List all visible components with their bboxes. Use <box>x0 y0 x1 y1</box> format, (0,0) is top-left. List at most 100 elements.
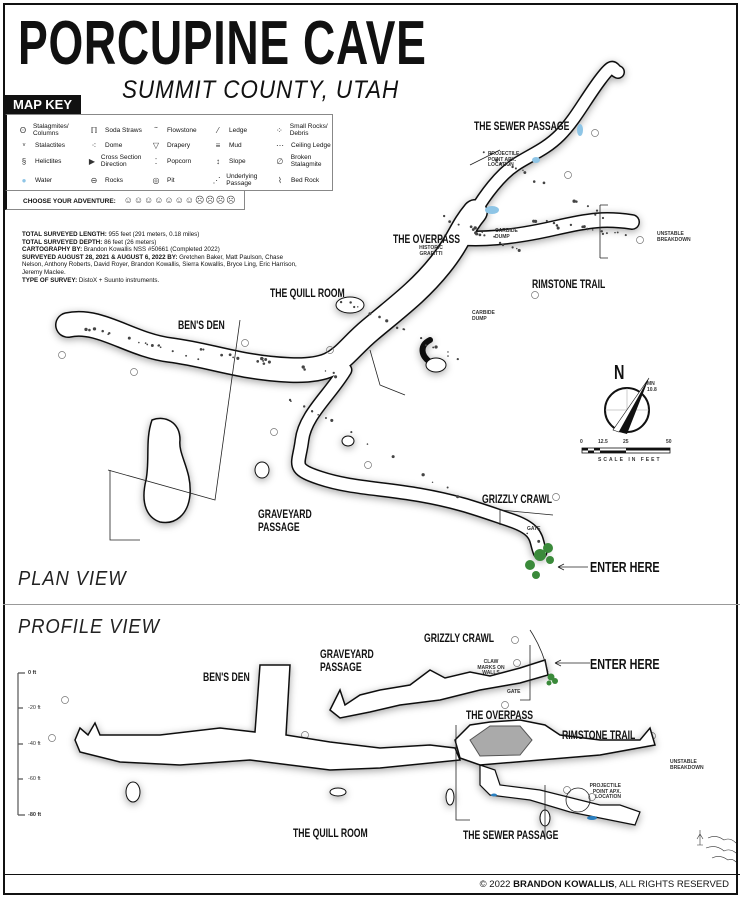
profile-rock <box>329 787 347 797</box>
profile-note-projectile: PROJECTILE POINT APX. LOCATION <box>589 783 621 800</box>
debris-mark <box>581 225 584 229</box>
debris-mark <box>146 343 149 346</box>
plan-passages <box>55 60 640 560</box>
scale-tick: 0 <box>580 439 583 445</box>
mud-icon: ≡ <box>215 141 221 150</box>
drapery-icon: ▽ <box>152 141 160 150</box>
profile-area-bens-den: BEN'S DEN <box>203 670 250 684</box>
debris-mark <box>424 344 427 347</box>
note-carbide-dump: CARBIDE DUMP <box>472 310 495 322</box>
adventure-faces-icon: ☺☺☺☺☺☺☺☹☹☹☹ <box>123 195 237 205</box>
dome-icon: ⁖ <box>91 141 97 150</box>
debris-mark <box>446 486 449 489</box>
debris-mark <box>357 306 359 308</box>
rock-island <box>425 357 447 373</box>
debris-mark <box>368 312 372 316</box>
debris-mark <box>498 241 502 245</box>
debris-mark <box>260 356 264 361</box>
passage-side <box>419 337 433 365</box>
debris-mark <box>138 341 140 344</box>
profile-note-gate: GATE <box>507 689 521 695</box>
depth-tick: 0 ft <box>28 670 37 676</box>
debris-mark <box>537 539 541 543</box>
debris-mark <box>324 416 327 420</box>
debris-mark <box>474 231 477 235</box>
key-item-label: Bed Rock <box>291 176 320 184</box>
debris-mark <box>532 180 536 183</box>
key-item: ≡ Mud <box>211 141 273 150</box>
key-item-label: Ceiling Ledge <box>291 142 331 149</box>
difficulty-face-icon <box>326 346 334 354</box>
debris-mark <box>202 348 205 351</box>
compass-mn: MN <box>647 381 655 387</box>
area-quill-room: THE QUILL ROOM <box>270 286 345 300</box>
bed-rock-icon: ⌇ <box>278 175 282 185</box>
broken-stalagmite-icon: ∅ <box>276 156 284 166</box>
debris-mark <box>220 353 224 357</box>
debris-mark <box>324 370 327 372</box>
key-item-label: Cross Section Direction <box>100 154 142 168</box>
debris-mark <box>144 342 147 344</box>
note-gate: GATE <box>527 526 541 532</box>
map-border <box>3 3 738 895</box>
debris-mark <box>514 167 517 170</box>
debris-mark <box>575 200 578 203</box>
difficulty-face-icon <box>270 428 278 436</box>
difficulty-face-icon <box>501 701 509 709</box>
profile-view-heading: PROFILE VIEW <box>18 616 160 638</box>
debris-mark <box>395 326 399 330</box>
key-item: ●Water <box>17 173 87 187</box>
difficulty-face-icon <box>48 734 56 742</box>
debris-mark <box>157 344 160 347</box>
debris-mark <box>232 356 234 359</box>
key-item-label: Slope <box>229 157 246 165</box>
debris-mark <box>569 223 573 227</box>
debris-mark <box>317 413 319 416</box>
debris-mark <box>301 365 305 369</box>
difficulty-face-icon <box>364 461 372 469</box>
profile-enter-here-label: ENTER HERE <box>590 656 660 673</box>
plan-view-heading: PLAN VIEW <box>18 568 127 590</box>
debris-mark <box>199 348 203 351</box>
note-carbide-dump: CARBIDE DUMP <box>495 228 518 240</box>
choose-adventure: CHOOSE YOUR ADVENTURE: ☺☺☺☺☺☺☺☹☹☹☹ <box>5 190 245 210</box>
difficulty-face-icon <box>513 659 521 667</box>
debris-mark <box>349 301 352 304</box>
debris-mark <box>350 431 353 434</box>
difficulty-face-icon <box>588 793 596 801</box>
debris-mark <box>442 214 446 218</box>
debris-mark <box>267 360 271 364</box>
debris-mark <box>478 233 482 237</box>
key-item: ᷉Flowstone <box>149 123 211 137</box>
profile-rock <box>125 781 141 803</box>
debris-mark <box>88 329 91 332</box>
key-item-label: Mud <box>229 142 242 149</box>
area-grizzly-crawl: GRIZZLY CRAWL <box>482 492 553 506</box>
profile-area-graveyard: GRAVEYARD PASSAGE <box>320 647 374 674</box>
helictite-icon: § <box>21 156 27 166</box>
key-item: ⁘Small Rocks/ Debris <box>273 123 343 137</box>
debris-mark <box>236 356 240 360</box>
cross-section-lines <box>107 149 608 541</box>
adventure-label: CHOOSE YOUR ADVENTURE: <box>23 198 116 205</box>
survey-info: TOTAL SURVEYED LENGTH: 955 feet (291 met… <box>22 231 297 284</box>
soda-straw-icon: ℿ <box>90 125 98 135</box>
rock-island <box>341 435 355 447</box>
overpass-chamber <box>469 725 533 757</box>
stalactite-icon: ᵛ <box>22 141 26 150</box>
debris-mark <box>101 329 104 333</box>
debris-mark <box>434 345 438 349</box>
key-item: ◎Pit <box>149 173 211 187</box>
debris-mark <box>385 319 389 323</box>
key-item-label: Pit <box>167 176 175 184</box>
key-item: ↕Slope <box>211 154 273 168</box>
compass-icon <box>604 377 650 434</box>
debris-mark <box>303 368 306 371</box>
debris-mark <box>185 354 188 357</box>
water-icon <box>485 124 583 214</box>
area-graveyard-passage: GRAVEYARD PASSAGE <box>258 507 312 534</box>
map-subtitle: SUMMIT COUNTY, UTAH <box>122 76 400 104</box>
key-item: ⁚Popcorn <box>149 154 211 168</box>
